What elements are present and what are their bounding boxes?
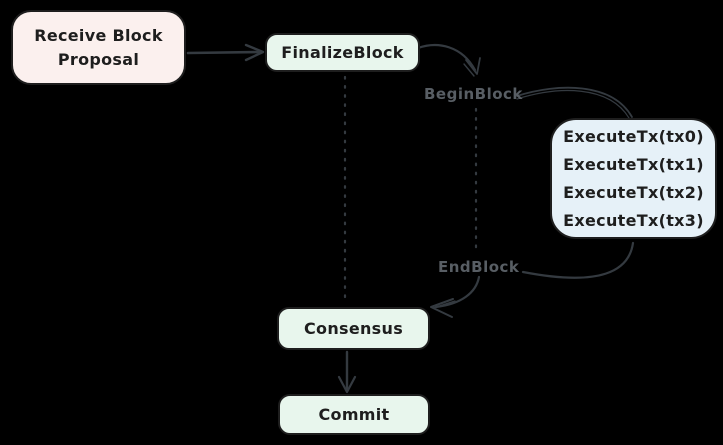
edge-finalize-to-beginblock-arrowhead bbox=[465, 57, 481, 75]
edge-finalize-to-beginblock bbox=[416, 44, 477, 72]
execute-tx-line-2: ExecuteTx(tx2) bbox=[563, 182, 704, 202]
consensus-label: Consensus bbox=[303, 318, 404, 338]
execute-tx-line-1: ExecuteTx(tx1) bbox=[563, 154, 704, 174]
finalize-block-label: FinalizeBlock bbox=[281, 42, 404, 62]
edge-finalize-to-beginblock-arrowhead-2 bbox=[463, 63, 475, 77]
edge-receive-to-finalize bbox=[186, 50, 262, 55]
node-finalize-block: FinalizeBlock bbox=[265, 33, 420, 72]
node-consensus: Consensus bbox=[277, 307, 430, 350]
node-execute-tx: ExecuteTx(tx0) ExecuteTx(tx1) ExecuteTx(… bbox=[550, 118, 717, 239]
commit-label: Commit bbox=[318, 404, 390, 424]
execute-tx-line-3: ExecuteTx(tx3) bbox=[563, 210, 704, 230]
edge-beginblock-to-execute-2 bbox=[516, 89, 630, 119]
end-block-label: EndBlock bbox=[438, 258, 520, 276]
edge-endblock-to-consensus bbox=[434, 275, 481, 309]
edge-endblock-to-consensus-arrowhead bbox=[430, 298, 454, 318]
node-commit: Commit bbox=[278, 394, 430, 435]
edge-receive-to-finalize-arrowhead bbox=[244, 43, 265, 62]
edge-execute-to-endblock bbox=[521, 241, 635, 279]
begin-block-label: BeginBlock bbox=[424, 85, 523, 103]
receive-block-proposal-label: Receive Block Proposal bbox=[34, 25, 163, 69]
edge-consensus-to-commit-arrowhead bbox=[337, 375, 357, 394]
edge-beginblock-to-execute bbox=[516, 86, 633, 118]
node-receive-block-proposal: Receive Block Proposal bbox=[11, 10, 186, 85]
edge-endblock-to-consensus-arrowhead-2 bbox=[432, 300, 456, 309]
execute-tx-line-0: ExecuteTx(tx0) bbox=[563, 126, 704, 146]
